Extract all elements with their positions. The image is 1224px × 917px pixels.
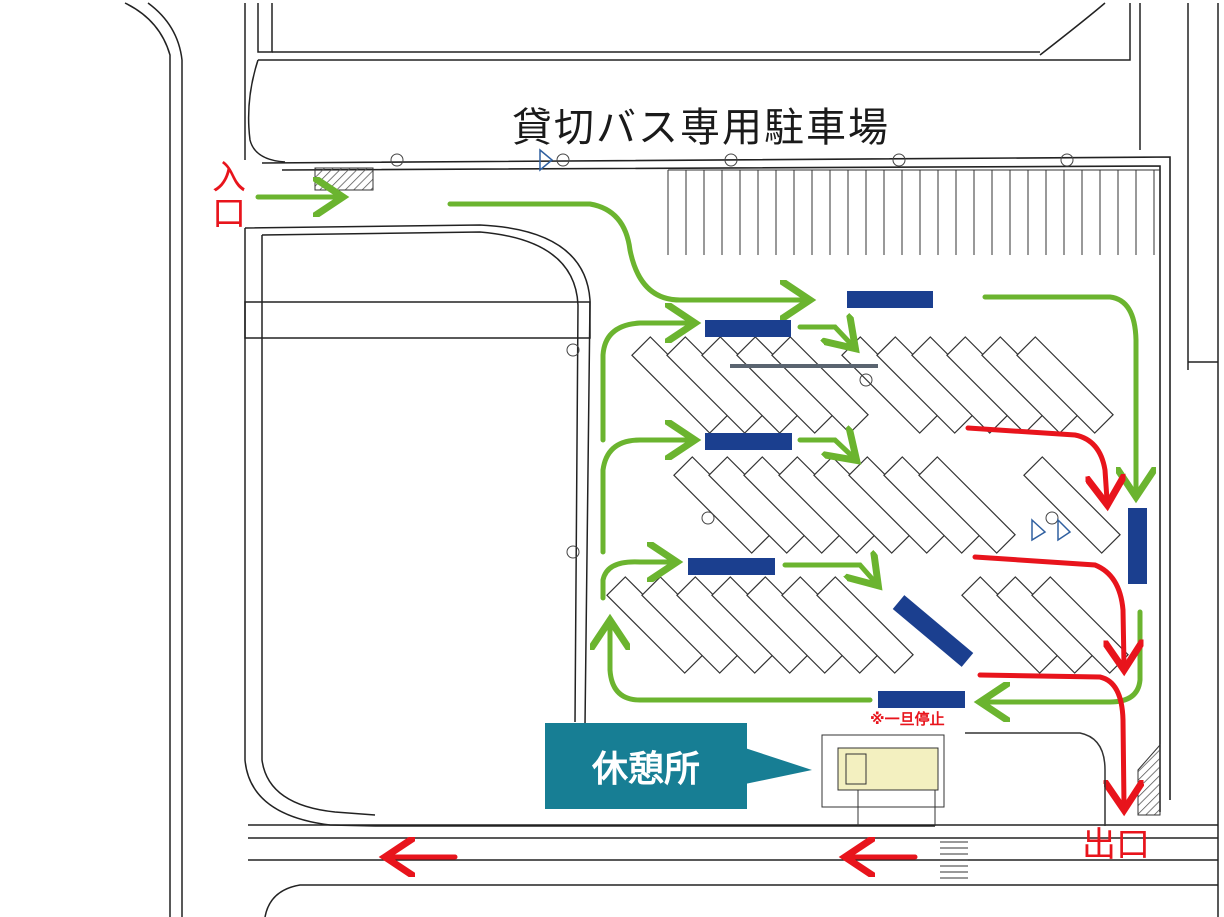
rest-area-building [821, 734, 945, 826]
bus-marker [705, 433, 792, 450]
rest-area-callout: 休憩所 [545, 723, 747, 809]
lot-outline [261, 156, 1171, 827]
entrance-hatch [314, 167, 374, 191]
callout-pointer [745, 748, 812, 784]
bus-marker [878, 691, 965, 708]
diagonal-stalls-row-1 [631, 336, 1114, 434]
bus-marker [892, 595, 974, 667]
camera-icon [539, 148, 1072, 542]
bus-marker [688, 558, 775, 575]
exit-routes [390, 425, 1124, 857]
entrance-label: 入口 [212, 158, 246, 234]
inbound-routes [255, 197, 1140, 702]
page-title: 貸切バス専用駐車場 [512, 105, 890, 151]
diagonal-stalls-row-3 [606, 576, 1129, 674]
bus-marker [847, 291, 933, 308]
crosswalk [940, 841, 968, 879]
bus-markers [688, 291, 1147, 708]
light-pole-icon [390, 153, 1074, 559]
right-lot-section [965, 732, 1106, 826]
diagonal-stalls-row-2 [673, 456, 1121, 554]
bus-marker [705, 320, 791, 337]
adjacent-building [244, 224, 591, 827]
exit-hatch [1137, 743, 1161, 816]
stop-note: ※一旦停止 [870, 710, 945, 728]
bus-marker [1128, 508, 1147, 584]
top-parking-stalls [667, 169, 1160, 255]
exit-label: 出口 [1082, 825, 1150, 865]
